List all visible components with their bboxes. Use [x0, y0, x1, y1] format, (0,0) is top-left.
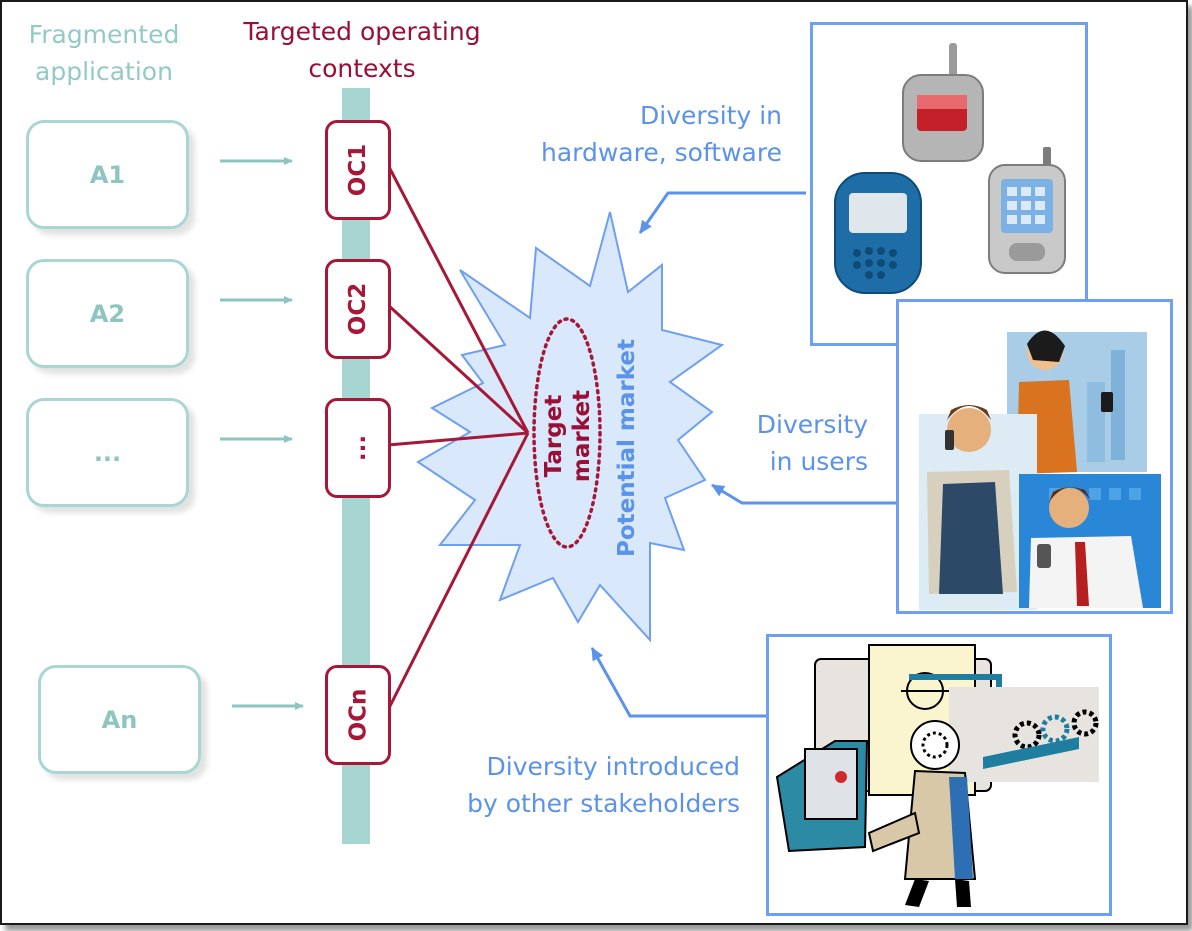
line-oc-dots-to-target [387, 431, 529, 447]
users-illustration [919, 330, 1161, 610]
potential-market-text: Potential market [614, 338, 640, 558]
operating-context-label: OC1 [345, 143, 371, 197]
application-label: A2 [89, 299, 126, 328]
diversity-stakeholders-note: Diversity introduced by other stakeholde… [430, 748, 740, 822]
operating-context-oc1: OC1 [325, 120, 391, 220]
header-line: application [35, 57, 173, 86]
line-oc1-to-target [386, 164, 530, 434]
arrow-stakeholders-to-market [590, 647, 766, 718]
note-line: Diversity [756, 410, 868, 439]
potential-market-burst [416, 211, 725, 643]
header-line: Targeted operating [243, 17, 481, 46]
line-oc2-to-target [386, 303, 530, 435]
arrow-users-to-market [711, 483, 896, 505]
application-box-a2: A2 [26, 259, 189, 368]
operating-context-dots: ... [325, 398, 391, 498]
arrow-hardware-to-market [638, 191, 806, 234]
operating-context-oc2: OC2 [325, 259, 391, 359]
operating-context-label: ... [345, 434, 371, 462]
note-line: Diversity in [640, 101, 782, 130]
application-label: An [101, 705, 138, 734]
potential-market-label: Potential market [613, 328, 641, 568]
targeted-operating-contexts-header: Targeted operating contexts [222, 13, 502, 87]
application-box-dots: ... [26, 398, 189, 507]
mobile-phones-illustration [834, 43, 1066, 294]
note-line: Diversity introduced [486, 752, 741, 781]
target-market-label: Target market [540, 376, 596, 496]
application-label: A1 [89, 160, 126, 189]
note-line: in users [769, 447, 868, 476]
fragmented-application-header: Fragmented application [4, 16, 204, 90]
target-market-line: market [569, 389, 595, 483]
note-line: hardware, software [540, 138, 782, 167]
stakeholders-illustration [775, 644, 1099, 907]
target-market-ellipse [532, 317, 602, 549]
application-box-a1: A1 [26, 120, 189, 229]
line-ocn-to-target [386, 432, 530, 711]
operating-context-ocn: OCn [325, 665, 391, 765]
diversity-hardware-software-note: Diversity in hardware, software [520, 97, 782, 171]
devices-picture [810, 22, 1088, 346]
operating-context-label: OCn [345, 688, 371, 742]
target-market-line: Target [541, 394, 567, 478]
header-line: Fragmented [28, 20, 180, 49]
application-label: ... [93, 438, 122, 467]
stakeholders-picture [766, 634, 1112, 916]
diversity-users-note: Diversity in users [738, 406, 868, 480]
header-line: contexts [308, 54, 416, 83]
users-picture [896, 299, 1173, 614]
application-box-an: An [38, 665, 201, 774]
note-line: by other stakeholders [467, 789, 740, 818]
operating-context-label: OC2 [345, 282, 371, 336]
